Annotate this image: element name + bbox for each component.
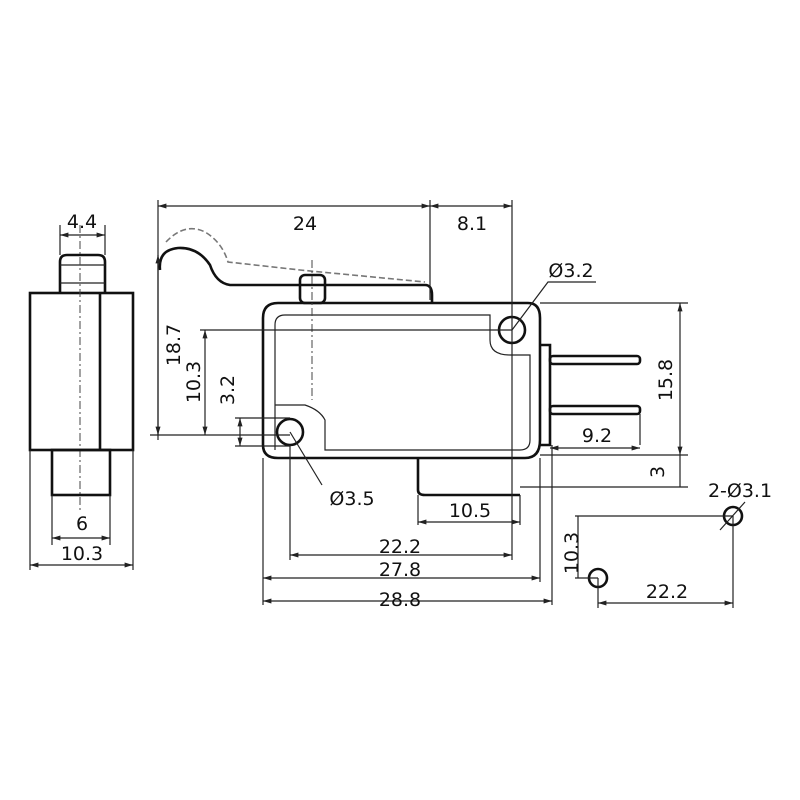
dim-bottom-terminal-offset: 3 bbox=[647, 466, 669, 478]
dim-hole-vertical-spacing: 10.3 bbox=[183, 361, 205, 403]
dim-mount-horizontal: 22.2 bbox=[646, 581, 688, 603]
dim-body-height: 15.8 bbox=[655, 359, 677, 401]
dim-top-hole-dia: Ø3.2 bbox=[548, 260, 593, 282]
dim-mount-vertical: 10.3 bbox=[561, 532, 583, 574]
dim-top-width: 4.4 bbox=[67, 211, 97, 233]
dim-bottom-hole-offset: 3.2 bbox=[217, 375, 239, 405]
dim-bottom-terminal-width: 10.5 bbox=[449, 500, 491, 522]
side-view: 4.4 6 10.3 bbox=[28, 211, 135, 570]
front-view: 24 8.1 Ø3.2 18.7 10.3 3.2 Ø3.5 15.8 3 9.… bbox=[150, 200, 688, 611]
dim-body-length: 27.8 bbox=[379, 559, 421, 581]
dim-mount-holes: 2-Ø3.1 bbox=[708, 480, 772, 502]
dim-lever-length: 24 bbox=[293, 213, 317, 235]
dim-bottom-hole-dia: Ø3.5 bbox=[329, 488, 374, 510]
dim-overall-height: 18.7 bbox=[163, 324, 185, 366]
dim-hole-to-end: 8.1 bbox=[457, 213, 487, 235]
dim-stub-width: 6 bbox=[76, 513, 88, 535]
dim-overall-length: 28.8 bbox=[379, 589, 421, 611]
dim-terminal-length: 9.2 bbox=[582, 425, 612, 447]
mounting-pattern: 2-Ø3.1 10.3 22.2 bbox=[561, 480, 772, 608]
dim-hole-spacing: 22.2 bbox=[379, 536, 421, 558]
dim-body-width: 10.3 bbox=[61, 543, 103, 565]
